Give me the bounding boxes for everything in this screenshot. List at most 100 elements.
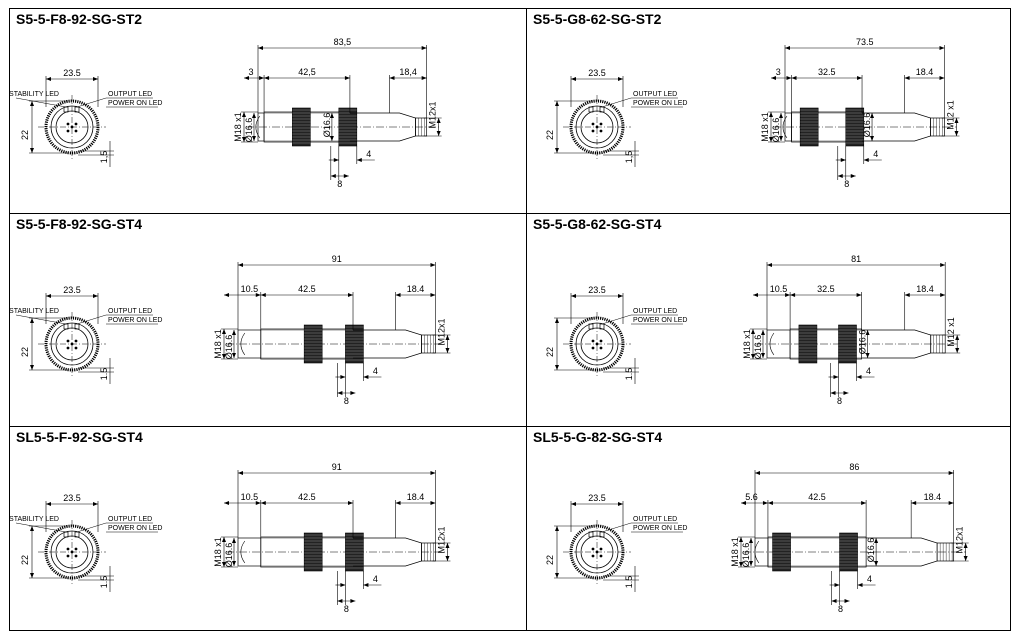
arrow-head: [445, 335, 450, 340]
arrow-head: [93, 77, 98, 81]
led-label: POWER ON LED: [633, 525, 687, 532]
connector-pin: [591, 122, 595, 126]
lock-nut: [772, 532, 791, 572]
led-window: [588, 106, 594, 113]
dimension-label: 81: [851, 254, 861, 264]
lock-nut: [839, 532, 858, 572]
led-window: [588, 323, 594, 330]
arrow-head: [232, 353, 236, 358]
dimension-label: 8: [844, 179, 849, 189]
arrow-head: [258, 46, 263, 50]
dimension-label: 10.5: [241, 284, 259, 294]
arrow-head: [430, 501, 436, 505]
connector-pin: [66, 122, 70, 126]
body-outline: [930, 117, 945, 137]
dimension-label: 22: [20, 347, 30, 357]
dimension-label: 32.5: [818, 67, 836, 77]
arrow-head: [555, 318, 559, 323]
arrow-head: [222, 562, 226, 567]
connector-pin: [66, 554, 70, 558]
arrow-head: [232, 330, 236, 335]
arrow-head: [421, 76, 427, 80]
connector-pin: [66, 547, 70, 551]
body-outline: [415, 117, 428, 137]
dimension-label: 1,5: [624, 151, 634, 164]
dimension-label: 8: [838, 604, 843, 614]
arrow-head: [571, 77, 576, 81]
drawing-line: [76, 314, 107, 325]
arrow-head: [749, 561, 753, 566]
connector-pin: [599, 554, 603, 558]
arrow-head: [395, 501, 401, 505]
body-outline: [767, 536, 867, 568]
dimension-label: 83,5: [334, 37, 352, 47]
arrow-head: [767, 501, 773, 505]
arrow-head: [222, 537, 226, 542]
arrow-head: [844, 599, 850, 603]
connector-pin: [591, 547, 595, 551]
dimension-label: 18.4: [924, 492, 942, 502]
arrow-head: [255, 501, 261, 505]
arrow-head: [940, 263, 946, 267]
arrow-head: [865, 353, 870, 358]
arrow-head: [389, 76, 395, 80]
arrow-head: [954, 131, 959, 136]
drawing-line: [15, 522, 67, 533]
arrow-head: [348, 501, 354, 505]
connector-pin: [74, 122, 78, 126]
drawing-line: [601, 522, 632, 533]
arrow-head: [751, 329, 755, 334]
connector-pin: [599, 122, 603, 126]
arrow-head: [30, 101, 34, 106]
arrow-head: [260, 293, 266, 297]
dimension-label: 42.5: [808, 492, 826, 502]
drawing-line: [76, 97, 107, 108]
arrow-head: [831, 599, 837, 603]
led-label: POWER ON LED: [633, 100, 687, 107]
arrow-head: [769, 112, 773, 117]
drawing-line: [601, 97, 632, 108]
dimension-label: 22: [545, 347, 555, 357]
dimension-label: 18.4: [916, 284, 934, 294]
led-label: OUTPUT LED: [108, 516, 152, 523]
arrow-head: [755, 471, 760, 475]
body-taper: [861, 329, 932, 359]
dimension-label: 73.5: [856, 37, 874, 47]
lens-curve: [782, 115, 788, 139]
dimension-label: 23.5: [63, 285, 81, 295]
arrow-head: [30, 526, 34, 531]
dimension-label: 3: [776, 67, 781, 77]
connector-pin: [66, 339, 70, 343]
arrow-head: [244, 76, 249, 80]
drawing-line: [15, 97, 67, 108]
connector-pin: [591, 339, 595, 343]
dimension-label: 42,5: [298, 67, 316, 77]
led-label: OUTPUT LED: [633, 308, 677, 315]
arrow-head: [762, 501, 768, 505]
dimension-label: 18.4: [407, 284, 425, 294]
arrow-head: [833, 375, 839, 379]
dimension-label: 22: [545, 130, 555, 140]
arrow-head: [741, 501, 746, 505]
lock-nut: [303, 324, 323, 364]
arrow-head: [337, 391, 343, 395]
drawing-line: [601, 314, 632, 325]
arrow-head: [238, 471, 243, 475]
dimension-label: 8: [344, 396, 349, 406]
dimension-label: 32.5: [817, 284, 835, 294]
arrow-head: [739, 562, 743, 567]
arrow-head: [865, 330, 870, 335]
dimension-label: 4: [373, 366, 378, 376]
arrow-head: [786, 76, 792, 80]
arrow-head: [252, 136, 256, 141]
arrow-head: [739, 537, 743, 542]
connector-pin: [599, 339, 603, 343]
arrow-head: [834, 583, 840, 587]
arrow-head: [767, 263, 772, 267]
body-outline: [421, 334, 436, 354]
arrow-head: [260, 501, 266, 505]
